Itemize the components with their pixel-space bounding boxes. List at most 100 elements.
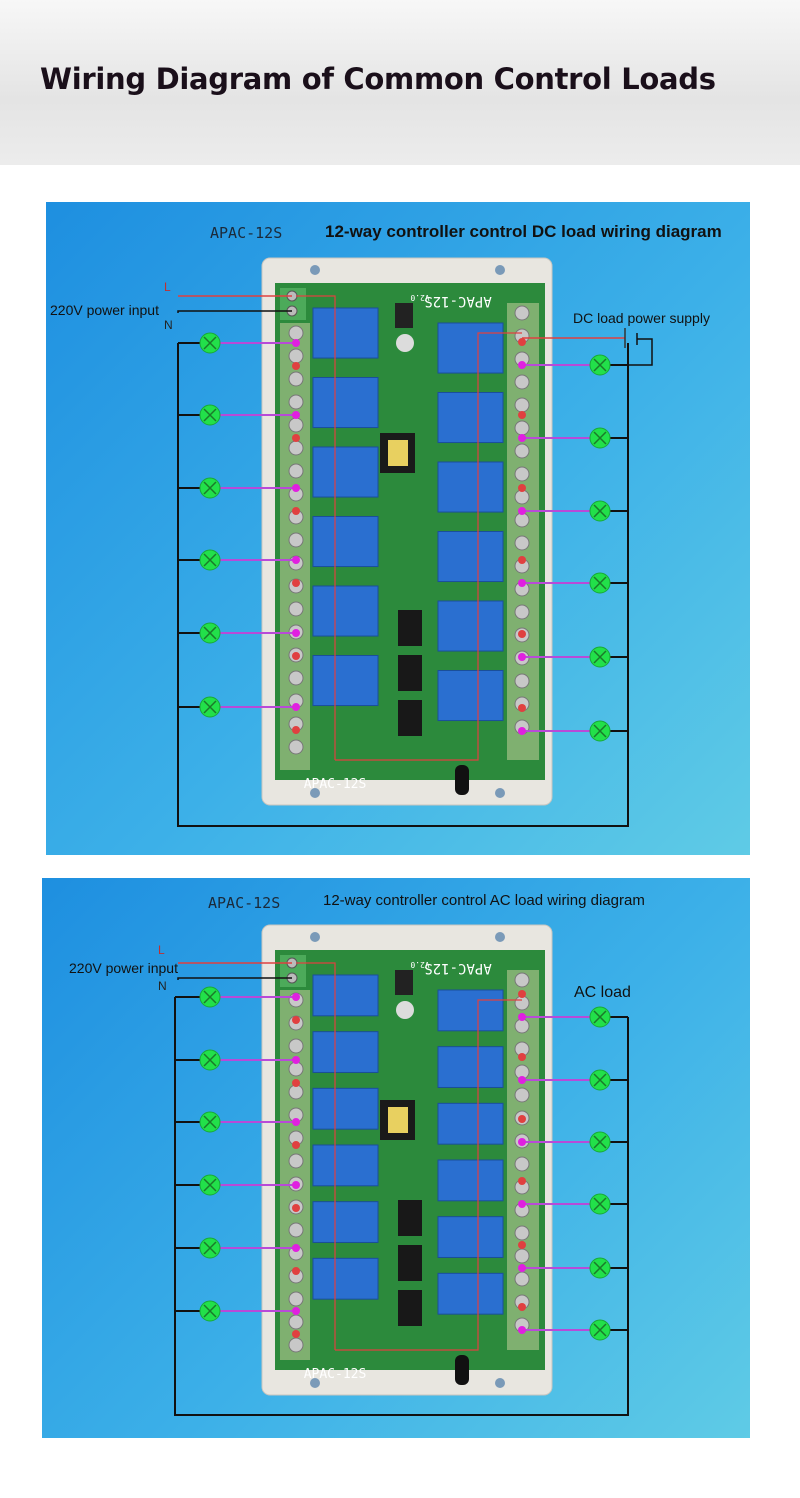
- terminal-screw-icon: [514, 1087, 530, 1103]
- output-dot: [518, 653, 526, 661]
- output-dot: [292, 411, 300, 419]
- output-dot: [518, 507, 526, 515]
- common-dot: [518, 1241, 526, 1249]
- common-wire: [335, 999, 522, 1351]
- common-wire: [296, 962, 336, 1350]
- terminal-screw-icon: [288, 739, 304, 755]
- relay: [312, 974, 379, 1017]
- terminal-screw-icon: [288, 1314, 304, 1330]
- common-dot: [292, 1204, 300, 1212]
- ic-chip: [398, 1245, 422, 1281]
- ac-diagram-title: 12-way controller control AC load wiring…: [323, 892, 645, 909]
- board-bottom-label: APAC-12S: [304, 1367, 367, 1382]
- common-dot: [292, 1267, 300, 1275]
- common-dot: [518, 556, 526, 564]
- common-dot: [292, 1330, 300, 1338]
- right-terminal-strip: [507, 303, 539, 760]
- ac-model-label: APAC-12S: [208, 894, 281, 912]
- terminal-screw-icon: [514, 397, 530, 413]
- common-dot: [292, 1079, 300, 1087]
- common-dot: [518, 484, 526, 492]
- common-wire: [335, 332, 522, 761]
- lamp-cross-icon: [593, 1073, 607, 1087]
- lamp-cross-icon: [593, 1323, 607, 1337]
- output-dot: [292, 556, 300, 564]
- relay: [437, 1046, 504, 1088]
- mount-hole-icon: [495, 932, 505, 942]
- lamp-cross-icon: [593, 431, 607, 445]
- dc-neutral-label: N: [164, 318, 173, 332]
- output-dot: [518, 1076, 526, 1084]
- terminal-screw-icon: [514, 1156, 530, 1172]
- relay: [312, 516, 379, 568]
- mount-hole-icon: [310, 932, 320, 942]
- lamp-cross-icon: [203, 1178, 217, 1192]
- ic-chip: [398, 700, 422, 736]
- ic-chip: [398, 1200, 422, 1236]
- neutral-wire: [177, 310, 292, 313]
- lamp-cross-icon: [593, 1197, 607, 1211]
- lamp-cross-icon: [203, 481, 217, 495]
- lamp-cross-icon: [203, 990, 217, 1004]
- relay: [312, 585, 379, 637]
- lamp-cross-icon: [203, 700, 217, 714]
- relay: [437, 670, 504, 722]
- output-dot: [518, 727, 526, 735]
- relay: [312, 1031, 379, 1073]
- output-dot: [518, 1326, 526, 1334]
- relay: [312, 377, 379, 429]
- relay: [437, 1272, 504, 1315]
- lamp-cross-icon: [593, 358, 607, 372]
- lamp-cross-icon: [593, 724, 607, 738]
- terminal-screw-icon: [288, 348, 304, 364]
- output-dot: [518, 1264, 526, 1272]
- mount-hole-icon: [310, 265, 320, 275]
- relay: [437, 1216, 504, 1258]
- output-dot: [292, 1244, 300, 1252]
- ac-load-label: AC load: [574, 984, 631, 1001]
- output-dot: [292, 993, 300, 1001]
- regulator-chip: [395, 970, 413, 995]
- terminal-screw-icon: [514, 535, 530, 551]
- common-dot: [518, 1303, 526, 1311]
- terminal-screw-icon: [514, 305, 530, 321]
- page-title: Wiring Diagram of Common Control Loads: [40, 62, 716, 96]
- terminal-screw-icon: [514, 466, 530, 482]
- terminal-screw-icon: [288, 1084, 304, 1100]
- output-dot: [518, 434, 526, 442]
- ic-chip: [398, 1290, 422, 1326]
- common-dot: [518, 704, 526, 712]
- relay: [312, 655, 379, 707]
- lamp-cross-icon: [203, 553, 217, 567]
- common-dot: [292, 579, 300, 587]
- common-dot: [518, 630, 526, 638]
- dc-negative-wire: [628, 333, 653, 366]
- mount-hole-icon: [495, 265, 505, 275]
- terminal-screw-icon: [288, 532, 304, 548]
- lamp-cross-icon: [203, 1241, 217, 1255]
- relay: [312, 1201, 379, 1243]
- board-version-label: V2.0: [410, 293, 429, 302]
- dc-load-power-label: DC load power supply: [573, 310, 710, 326]
- terminal-screw-icon: [288, 601, 304, 617]
- terminal-screw-icon: [514, 489, 530, 505]
- output-dot: [518, 361, 526, 369]
- terminal-screw-icon: [514, 512, 530, 528]
- common-dot: [292, 362, 300, 370]
- capacitor: [396, 334, 414, 352]
- terminal-screw-icon: [514, 374, 530, 390]
- ac-power-input-label: 220V power input: [69, 960, 178, 976]
- mount-hole-icon: [495, 788, 505, 798]
- output-dot: [292, 1307, 300, 1315]
- common-dot: [518, 411, 526, 419]
- terminal-screw-icon: [288, 325, 304, 341]
- lamp-cross-icon: [593, 1010, 607, 1024]
- antenna-connector: [455, 765, 469, 795]
- dc-line-label: L: [164, 280, 171, 294]
- lamp-cross-icon: [593, 1261, 607, 1275]
- output-dot: [292, 1056, 300, 1064]
- terminal-screw-icon: [514, 443, 530, 459]
- terminal-screw-icon: [288, 463, 304, 479]
- regulator-chip: [395, 303, 413, 328]
